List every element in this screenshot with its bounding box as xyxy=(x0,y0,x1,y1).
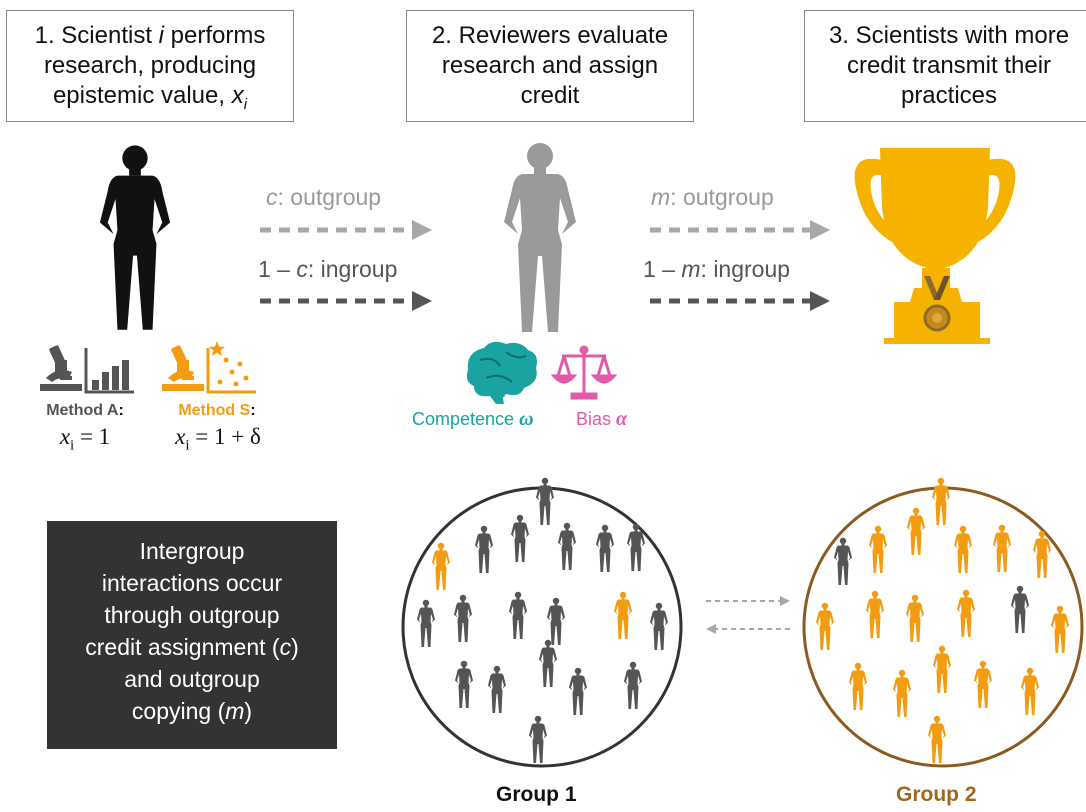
step3-line1: 3. Scientists with more xyxy=(828,22,1070,49)
step1-line2: research, producing xyxy=(43,52,257,79)
c-ingroup-text: : ingroup xyxy=(307,256,398,282)
step3-line3: practices xyxy=(900,82,998,109)
bar-chart-icon xyxy=(84,348,134,394)
note-line-4a: credit assignment ( xyxy=(85,634,280,660)
brain-icon xyxy=(466,341,537,404)
scales-icon xyxy=(550,345,618,400)
step1-line1b: performs xyxy=(164,22,266,49)
method-s-rhs: = 1 + δ xyxy=(189,424,261,449)
note-line-2: interactions occur xyxy=(101,570,283,596)
medal-icon xyxy=(923,276,951,332)
bias-symbol: α xyxy=(616,408,628,430)
note-line-6b: ) xyxy=(244,698,253,724)
step3-line2: credit transmit their xyxy=(846,52,1052,79)
scientist-silhouette-icon xyxy=(99,145,171,330)
group2-label: Group 2 xyxy=(896,783,977,806)
step1-var-i: i xyxy=(158,22,165,49)
m-outgroup-label: m: outgroup xyxy=(651,184,774,211)
arrow-m-outgroup xyxy=(650,220,830,240)
note-line-5: and outgroup xyxy=(124,666,260,692)
group1-label: Group 1 xyxy=(496,783,577,806)
c-var: c xyxy=(296,256,308,282)
method-s-x: x xyxy=(175,424,186,449)
m-ingroup-text: : ingroup xyxy=(700,256,791,282)
step1-var-x: x xyxy=(231,82,244,109)
competence-label: Competence ω xyxy=(412,408,534,431)
note-line-1: Intergroup xyxy=(139,538,245,564)
note-var-c: c xyxy=(279,634,292,660)
method-s-label: Method S: xyxy=(152,402,282,420)
m-outgroup-text: : outgroup xyxy=(670,184,774,210)
arrow-c-outgroup xyxy=(260,220,432,240)
note-var-m: m xyxy=(225,698,245,724)
bias-label: Bias α xyxy=(576,408,627,431)
method-a-sub: i xyxy=(70,437,75,454)
method-a-label: Method A: xyxy=(20,402,150,420)
intergroup-note: Intergroup interactions occur through ou… xyxy=(47,521,337,749)
c-ingroup-label: 1 – c: ingroup xyxy=(258,256,397,283)
step2-line2: research and assign xyxy=(441,52,659,79)
method-s-equation: xi = 1 + δ xyxy=(150,424,286,455)
method-s-colon: : xyxy=(250,402,256,419)
step2-line1: 2. Reviewers evaluate xyxy=(431,22,669,49)
c-ingroup-prefix: 1 – xyxy=(258,256,297,282)
step2-box: 2. Reviewers evaluate research and assig… xyxy=(406,10,694,122)
arrow-c-ingroup xyxy=(260,291,432,311)
m-var: m xyxy=(651,184,671,210)
star-icon xyxy=(209,341,225,356)
method-a-name: Method A xyxy=(46,402,119,419)
c-outgroup-text: : outgroup xyxy=(277,184,382,210)
step1-sub-i: i xyxy=(243,95,248,113)
step3-box: 3. Scientists with more credit transmit … xyxy=(804,10,1086,122)
arrow-m-ingroup xyxy=(650,291,830,311)
step1-line3a: epistemic value, xyxy=(52,82,232,109)
m-ingroup-prefix: 1 – xyxy=(643,256,682,282)
competence-symbol: ω xyxy=(519,408,534,430)
m-ingroup-label: 1 – m: ingroup xyxy=(643,256,790,283)
step1-box: 1. Scientist i performs research, produc… xyxy=(6,10,294,122)
c-outgroup-label: c: outgroup xyxy=(266,184,381,211)
note-line-6a: copying ( xyxy=(131,698,226,724)
reviewer-silhouette-icon xyxy=(504,143,576,332)
note-line-3: through outgroup xyxy=(104,602,280,628)
step2-line3: credit xyxy=(520,82,580,109)
c-var: c xyxy=(266,184,278,210)
m-var: m xyxy=(681,256,701,282)
bias-text: Bias xyxy=(576,409,617,429)
group2-circle xyxy=(802,486,1084,768)
method-a-rhs: = 1 xyxy=(74,424,111,449)
scatter-plot-icon xyxy=(206,348,256,394)
competence-text: Competence xyxy=(412,409,520,429)
method-s-sub: i xyxy=(185,437,190,454)
method-a-equation: xi = 1 xyxy=(20,424,150,455)
method-s-name: Method S xyxy=(178,402,251,419)
step1-line1a: 1. Scientist xyxy=(34,22,159,49)
intergroup-arrow-right xyxy=(706,596,790,606)
method-a-colon: : xyxy=(118,402,124,419)
microscope-icon xyxy=(162,345,204,391)
note-line-4b: ) xyxy=(291,634,299,660)
microscope-icon xyxy=(40,345,82,391)
method-a-x: x xyxy=(59,424,71,449)
intergroup-arrow-left xyxy=(706,624,790,634)
